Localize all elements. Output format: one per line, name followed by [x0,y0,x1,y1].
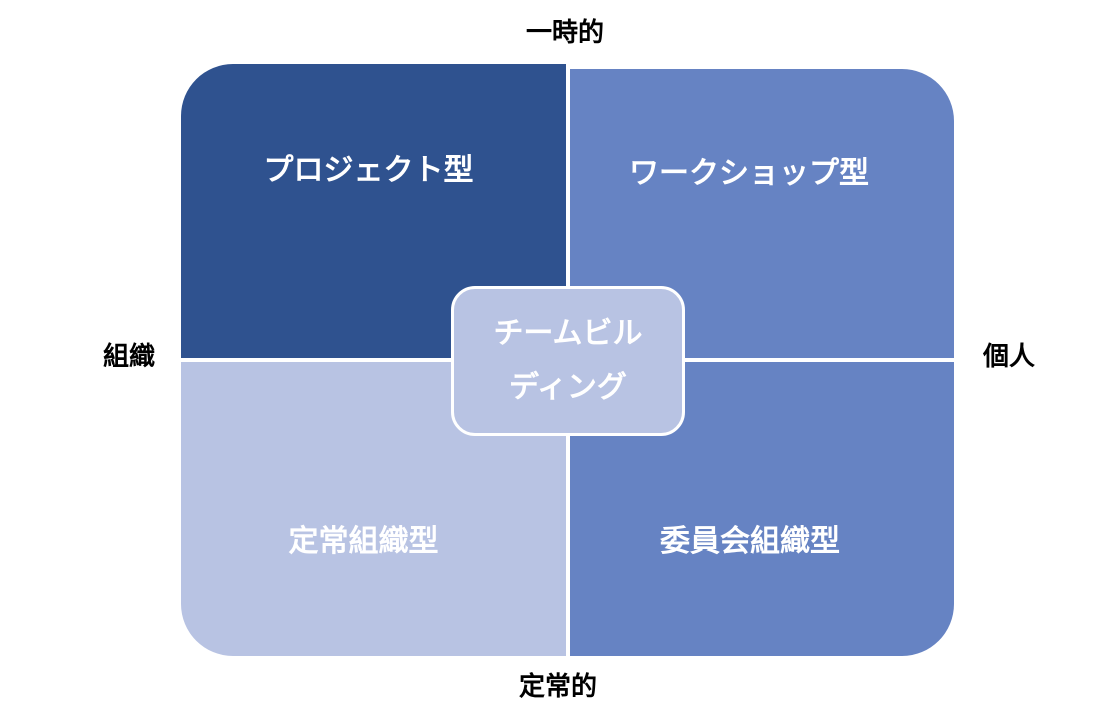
axis-label-left: 組織 [103,342,156,372]
center-label: チームビル ディング [493,307,642,415]
quadrant-bottom-right-label: 委員会組織型 [660,524,840,559]
quadrant-bottom-left-label: 定常組織型 [288,524,439,559]
quadrant-top-left: プロジェクト型 [181,64,566,358]
quadrant-top-right-label: ワークショップ型 [629,155,869,191]
center-box: チームビル ディング [451,286,685,436]
quadrant-bottom-left: 定常組織型 [181,362,566,656]
axis-label-right: 個人 [983,342,1036,372]
center-label-line-1: チームビル [493,316,643,351]
quadrant-top-left-label: プロジェクト型 [263,153,474,188]
axis-label-top: 一時的 [525,18,604,48]
axis-label-bottom: 定常的 [518,672,597,702]
center-label-line-2: ディング [509,370,627,405]
